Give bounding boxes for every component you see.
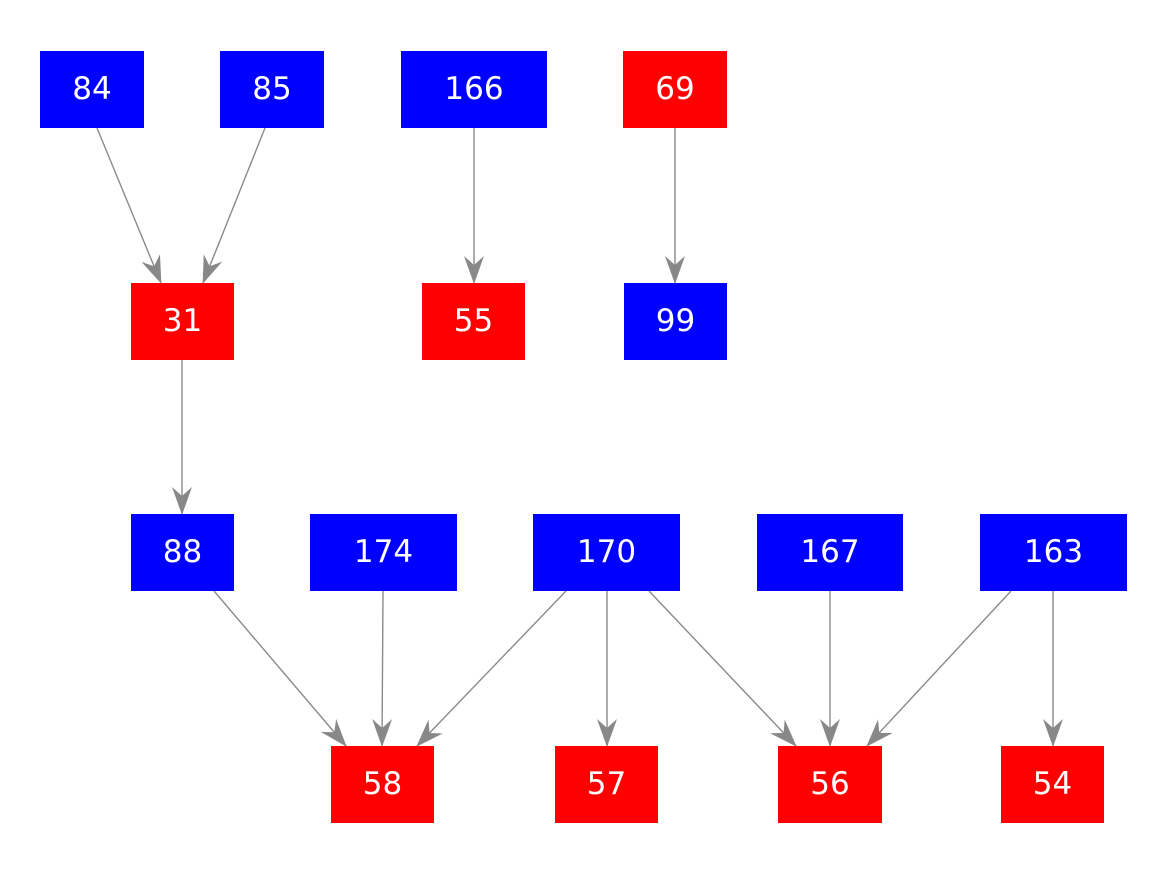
node-label: 167 [800, 534, 860, 570]
node-170: 170 [533, 514, 680, 591]
edge-84-31 [96, 127, 162, 284]
node-label: 57 [586, 766, 627, 802]
node-163: 163 [980, 514, 1127, 591]
edge-174-58 [372, 590, 393, 747]
node-56: 56 [778, 746, 882, 823]
node-174: 174 [310, 514, 457, 591]
node-69: 69 [623, 51, 727, 128]
edge-170-58 [416, 590, 567, 747]
edge-170-56 [648, 590, 797, 747]
node-label: 84 [72, 71, 112, 107]
node-99: 99 [624, 283, 727, 360]
node-label: 54 [1032, 766, 1073, 802]
node-85: 85 [220, 51, 324, 128]
node-label: 55 [453, 303, 494, 339]
node-label: 88 [162, 534, 203, 570]
node-88: 88 [131, 514, 234, 591]
node-55: 55 [422, 283, 525, 360]
node-label: 166 [444, 71, 504, 107]
node-31: 31 [131, 283, 234, 360]
node-166: 166 [401, 51, 547, 128]
node-58: 58 [331, 746, 434, 823]
edge-85-31 [202, 127, 266, 284]
node-84: 84 [40, 51, 144, 128]
node-label: 85 [252, 71, 292, 107]
node-label: 69 [655, 71, 695, 107]
node-label: 170 [576, 534, 637, 570]
node-167: 167 [757, 514, 903, 591]
node-label: 56 [810, 766, 850, 802]
edge-163-56 [866, 590, 1012, 747]
node-label: 58 [362, 766, 403, 802]
node-label: 99 [655, 303, 696, 339]
node-label: 174 [353, 534, 414, 570]
node-label: 31 [162, 303, 203, 339]
node-57: 57 [555, 746, 658, 823]
edge-88-58 [213, 590, 347, 747]
node-label: 163 [1023, 534, 1084, 570]
node-54: 54 [1001, 746, 1104, 823]
